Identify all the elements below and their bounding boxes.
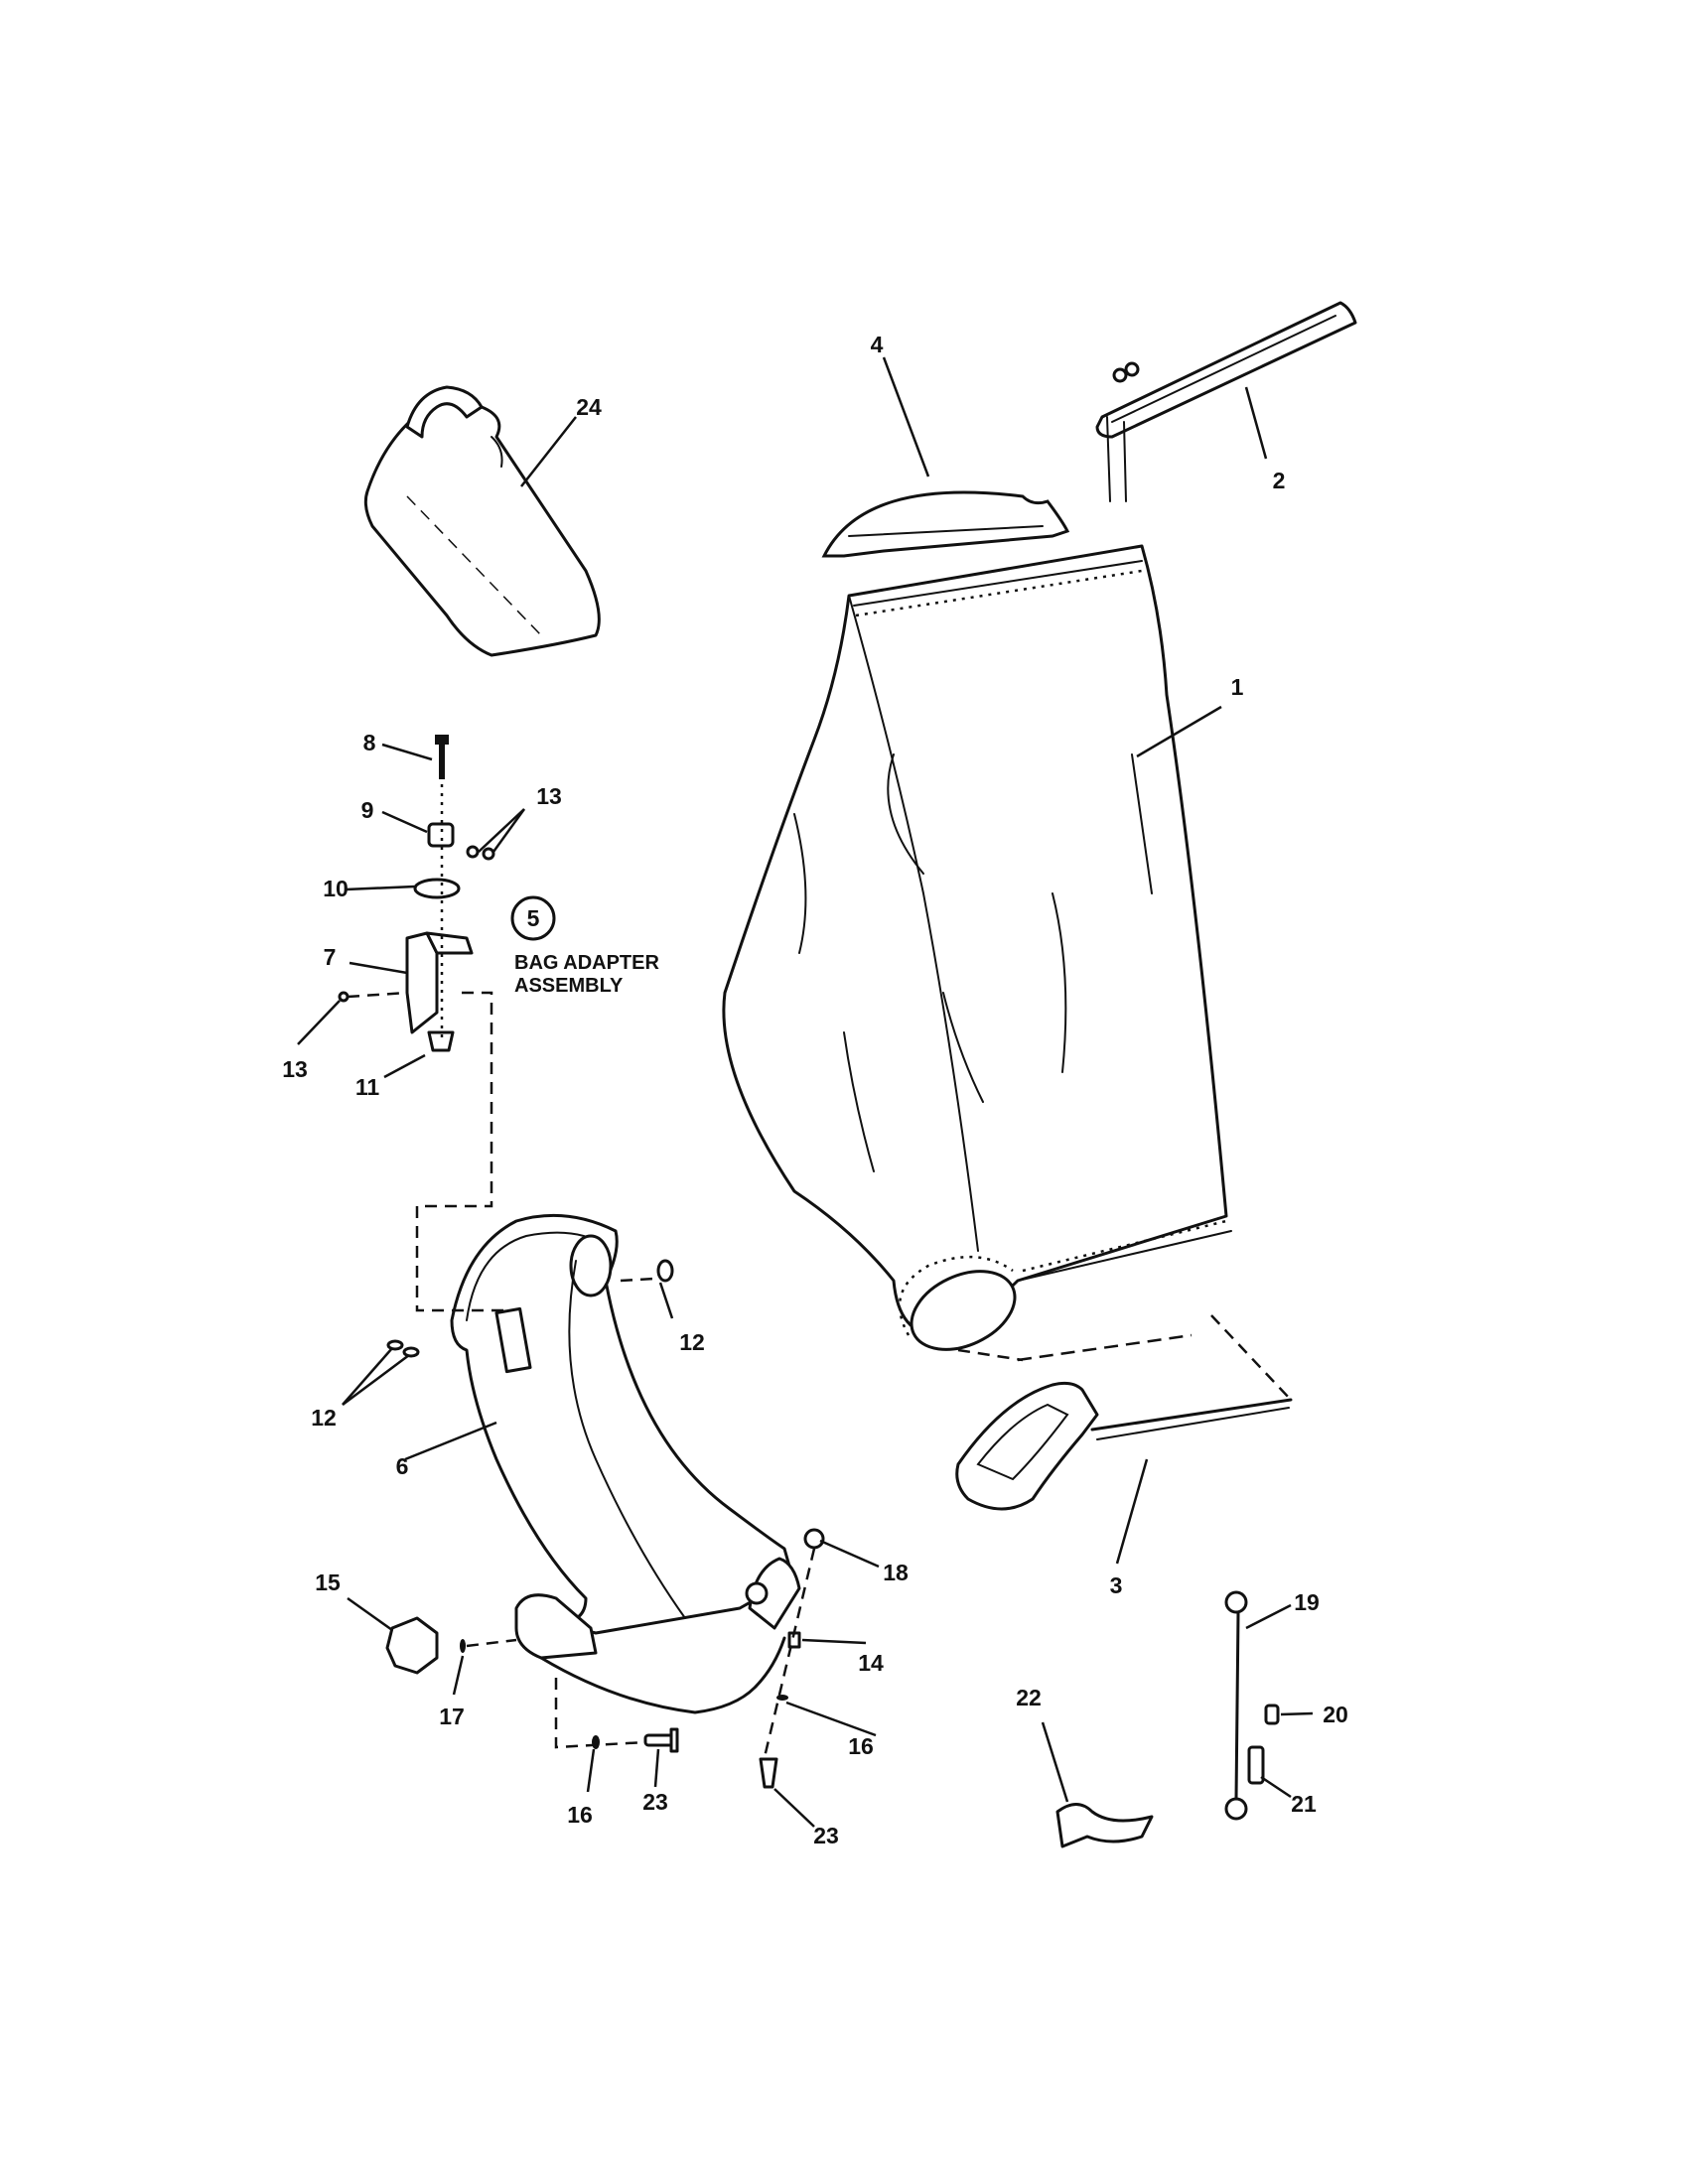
- callout-21: 21: [1291, 1791, 1317, 1817]
- part-9-bushing: [427, 822, 455, 848]
- callout-labels: 1 2 3 4 5 6 7 8 9 10 11 12 12 13 13 14 1…: [282, 332, 1348, 1848]
- part-21-spacer: [1247, 1745, 1265, 1785]
- part-20-bolt: [1264, 1704, 1280, 1725]
- callout-12a: 12: [679, 1329, 705, 1355]
- callout-7: 7: [324, 944, 337, 970]
- part-8-bolt: [435, 735, 449, 779]
- part-4-wire-frame: [821, 490, 1070, 558]
- callout-1: 1: [1231, 674, 1244, 700]
- callout-18: 18: [883, 1560, 909, 1585]
- callout-5-circle: [510, 895, 556, 941]
- callout-3: 3: [1110, 1572, 1123, 1598]
- part-24-deflector: [363, 385, 601, 657]
- callout-10: 10: [323, 876, 349, 901]
- callout-15: 15: [315, 1570, 341, 1595]
- callout-19: 19: [1294, 1589, 1320, 1615]
- part-17-washer: [460, 1639, 466, 1653]
- part-22-bracket: [1055, 1803, 1154, 1848]
- callout-17: 17: [439, 1704, 465, 1729]
- part-19-link: [1224, 1590, 1248, 1821]
- callout-2: 2: [1273, 468, 1286, 493]
- callout-14: 14: [858, 1650, 884, 1676]
- callout-13b: 13: [282, 1056, 308, 1082]
- callout-13a: 13: [536, 783, 562, 809]
- assembly-lines: [347, 784, 816, 1758]
- part-3-bag-frame: [955, 1314, 1293, 1511]
- part-15-knob: [385, 1616, 439, 1675]
- callout-4: 4: [871, 332, 884, 357]
- part-1-grass-bag: [722, 544, 1232, 1351]
- part-23-bolts: [643, 1727, 778, 1789]
- callout-9: 9: [361, 797, 374, 823]
- callout-20: 20: [1323, 1702, 1348, 1727]
- callout-22: 22: [1016, 1685, 1042, 1710]
- callout-8: 8: [363, 730, 376, 755]
- assembly-note-line1: BAG ADAPTER: [514, 952, 659, 974]
- part-11-nut: [427, 1030, 455, 1052]
- callout-16a: 16: [567, 1802, 593, 1828]
- part-18-nut: [803, 1528, 825, 1550]
- callout-12b: 12: [311, 1405, 337, 1431]
- callout-5: 5: [527, 905, 540, 931]
- callout-6: 6: [396, 1453, 409, 1479]
- part-7-bracket: [405, 931, 474, 1034]
- part-2-rod: [1095, 301, 1357, 502]
- callout-11: 11: [355, 1074, 380, 1100]
- callout-24: 24: [576, 394, 602, 420]
- callout-23a: 23: [642, 1789, 668, 1815]
- part-13-screws: [338, 845, 495, 1003]
- leader-lines: [297, 356, 1314, 1828]
- part-16-washers: [592, 1695, 788, 1749]
- assembly-note-line2: ASSEMBLY: [514, 975, 624, 997]
- part-12-rivets: [386, 1259, 674, 1358]
- callout-16b: 16: [848, 1733, 874, 1759]
- callout-23b: 23: [813, 1823, 839, 1848]
- part-6-chute: [450, 1213, 801, 1714]
- part-10-washer: [413, 878, 461, 899]
